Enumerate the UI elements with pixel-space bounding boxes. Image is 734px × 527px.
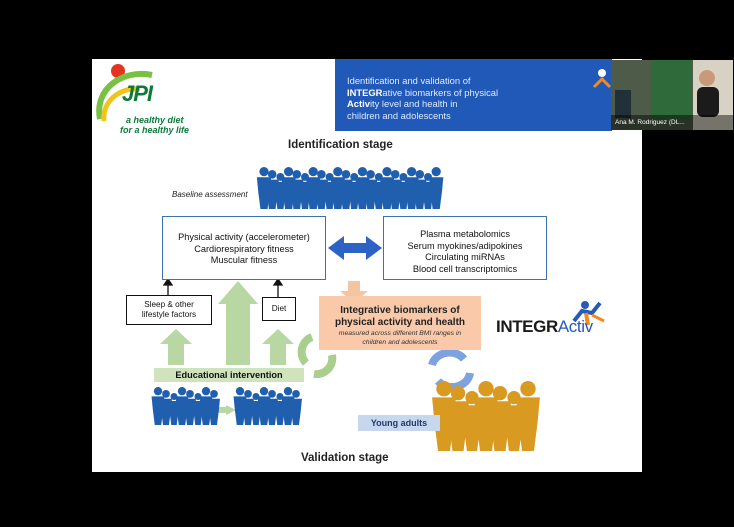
banner-figure-icon bbox=[592, 67, 612, 97]
intervention-crowd-right bbox=[234, 387, 302, 425]
person-head bbox=[493, 386, 507, 400]
person-head bbox=[292, 390, 300, 398]
sleep-lifestyle-box: Sleep & other lifestyle factors bbox=[126, 295, 212, 325]
integrative-biomarkers-box: Integrative biomarkers of physical activ… bbox=[319, 296, 481, 350]
baseline-label: Baseline assessment bbox=[172, 190, 248, 199]
speaker-head bbox=[699, 70, 715, 86]
person-head bbox=[260, 387, 268, 395]
speaker-body bbox=[697, 87, 719, 117]
young-adults-crowd bbox=[432, 381, 540, 451]
banner-title: Identification and validation of INTEGRa… bbox=[347, 75, 537, 121]
person-head bbox=[451, 386, 465, 400]
person-head bbox=[382, 167, 391, 176]
person-body bbox=[208, 399, 220, 425]
speaker-video-feed[interactable]: Ana M. Rodriguez (DL... bbox=[611, 60, 733, 130]
person-head bbox=[284, 387, 292, 395]
person-head bbox=[259, 167, 268, 176]
person-head bbox=[210, 390, 218, 398]
young-adults-label: Young adults bbox=[358, 415, 440, 431]
intervention-crowd-left bbox=[152, 387, 220, 425]
jpi-tagline-1: a healthy diet bbox=[126, 115, 184, 125]
educational-intervention-label: Educational intervention bbox=[154, 368, 304, 382]
omics-measures-box: Plasma metabolomics Serum myokines/adipo… bbox=[383, 216, 547, 280]
person-head bbox=[407, 167, 416, 176]
background-banner bbox=[651, 60, 691, 120]
person-head bbox=[432, 167, 441, 176]
jpi-tagline-2: for a healthy life bbox=[120, 125, 189, 135]
presentation-slide: JPI a healthy diet for a healthy life Id… bbox=[92, 59, 642, 472]
person-head bbox=[154, 387, 162, 395]
validation-stage-title: Validation stage bbox=[301, 452, 389, 464]
person-head bbox=[309, 167, 318, 176]
person-head bbox=[268, 390, 276, 398]
speaker-name-label: Ana M. Rodriguez (DL... bbox=[611, 115, 733, 130]
person-head bbox=[342, 170, 351, 179]
jpi-logo: JPI bbox=[122, 81, 152, 107]
person-head bbox=[317, 170, 326, 179]
physical-measures-box: Physical activity (accelerometer) Cardio… bbox=[162, 216, 326, 280]
identification-stage-title: Identification stage bbox=[288, 139, 393, 151]
integractiv-logo: INTEGRActiv bbox=[496, 317, 593, 337]
person-head bbox=[268, 170, 277, 179]
person-head bbox=[358, 167, 367, 176]
person-head bbox=[391, 170, 400, 179]
person-head bbox=[162, 390, 170, 398]
person-head bbox=[186, 390, 194, 398]
person-head bbox=[178, 387, 186, 395]
diet-box: Diet bbox=[262, 297, 296, 321]
double-arrow-icon bbox=[328, 236, 382, 260]
person-head bbox=[293, 170, 302, 179]
person-head bbox=[202, 387, 210, 395]
person-head bbox=[244, 390, 252, 398]
baseline-crowd bbox=[257, 167, 443, 209]
person-head bbox=[436, 381, 451, 396]
person-head bbox=[284, 167, 293, 176]
person-head bbox=[478, 381, 493, 396]
person-head bbox=[520, 381, 535, 396]
person-head bbox=[333, 167, 342, 176]
person-body bbox=[290, 399, 302, 425]
person-head bbox=[416, 170, 425, 179]
cycle-arrows-blue-icon bbox=[432, 353, 470, 388]
person-head bbox=[236, 387, 244, 395]
person-head bbox=[366, 170, 375, 179]
